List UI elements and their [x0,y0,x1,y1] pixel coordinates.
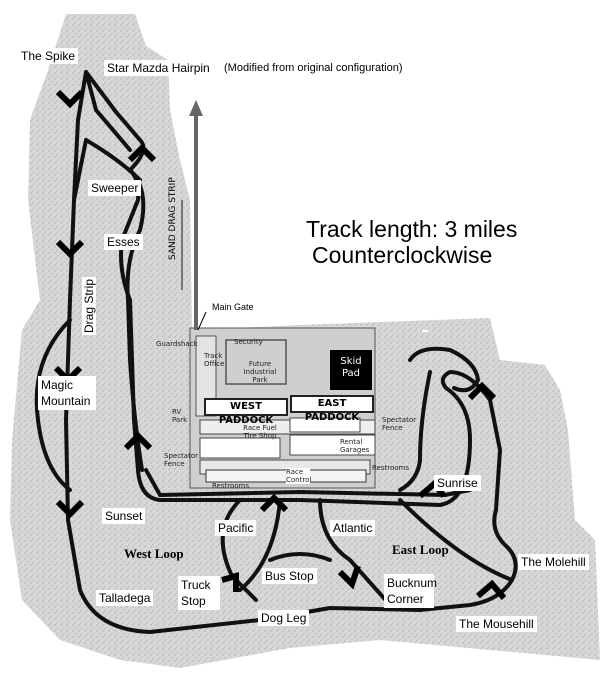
label-hairpin-note: (Modified from original configuration) [224,62,403,74]
east-paddock: EAST PADDOCK [290,395,374,423]
label-rv-park: RV Park [172,408,188,424]
label-spectator-fence-west: Spectator Fence [164,452,198,468]
paddock-complex [189,327,376,489]
label-truck-stop: Truck Stop [178,576,220,610]
label-the-mousehill: The Mousehill [456,616,537,632]
label-sunrise: Sunrise [434,475,481,491]
label-sand-drag-strip: SAND DRAG STRIP [168,177,178,260]
label-future-industrial-park: Future Industrial Park [243,360,277,384]
skid-pad: Skid Pad [330,350,372,390]
label-east-loop: East Loop [392,542,449,557]
label-restrooms-west: Restrooms [212,482,250,490]
label-talladega: Talladega [96,590,154,606]
label-race-fuel: Race Fuel Tire Shop [243,424,277,440]
label-bucknum-corner: Bucknum Corner [384,574,437,608]
label-bus-stop: Bus Stop [262,568,317,584]
west-paddock: WEST PADDOCK [204,398,288,426]
label-the-toe [422,330,428,332]
track-length-text: Track length: 3 miles [306,216,518,242]
label-drag-strip: Drag Strip [82,276,96,335]
label-the-molehill: The Molehill [518,554,589,570]
label-sunset: Sunset [102,508,146,524]
label-rental-garages: Rental Garages [340,438,370,454]
label-main-gate: Main Gate [212,302,254,312]
track-circuit [64,70,518,634]
label-star-mazda-hairpin: Star Mazda Hairpin [104,60,213,76]
label-magic-mountain: Magic Mountain [38,376,96,410]
label-dog-leg: Dog Leg [258,610,310,626]
label-west-loop: West Loop [124,546,184,561]
label-guardshack: Guardshack [156,340,198,348]
label-atlantic: Atlantic [330,520,376,536]
label-security: Security [234,338,263,346]
label-track-office: Track Office [204,352,225,368]
label-restrooms-east: Restrooms [372,464,410,472]
label-spectator-fence-east: Spectator Fence [382,416,416,432]
label-sweeper: Sweeper [88,180,142,196]
direction-text: Counterclockwise [312,242,493,268]
entrance-arrow-icon [189,100,207,331]
label-race-control: Race Control [286,468,312,484]
label-esses: Esses [104,234,143,250]
label-the-spike: The Spike [18,48,79,64]
label-pacific: Pacific [215,520,257,536]
